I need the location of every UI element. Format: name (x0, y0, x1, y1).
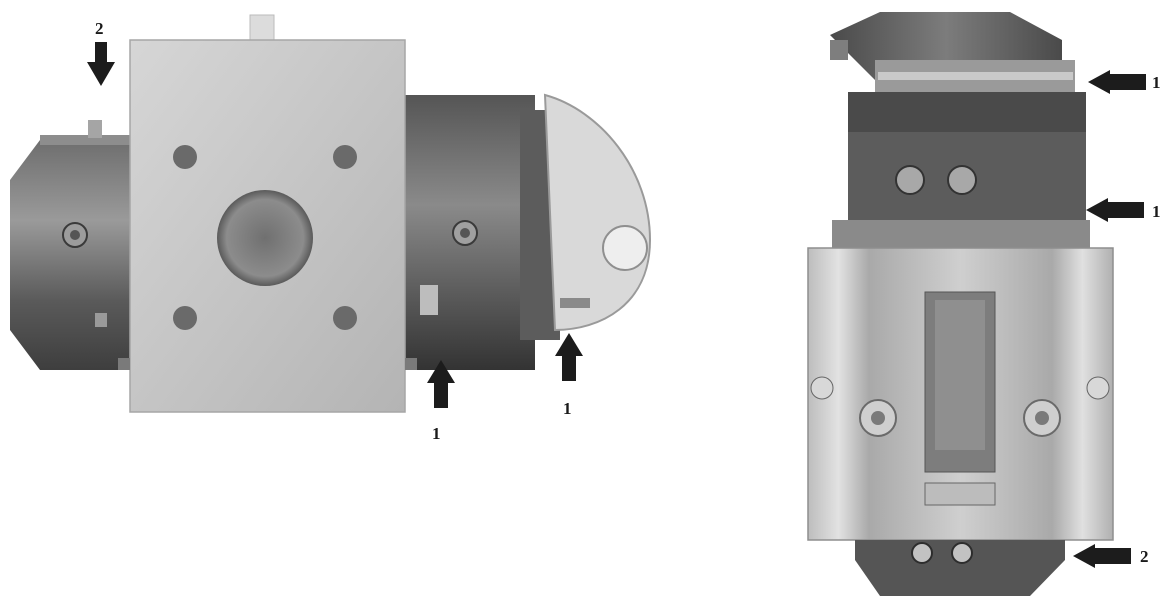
arrow-left-icon (1086, 198, 1144, 222)
arrow-up-icon (427, 360, 455, 408)
right-device (807, 12, 1114, 596)
arrow-up-icon (555, 333, 583, 381)
callout-number: 1 (563, 399, 572, 418)
left-device (10, 14, 652, 413)
arrow-left-icon (1073, 544, 1131, 568)
callout-number: 2 (95, 19, 104, 38)
callout-number: 1 (1152, 202, 1161, 221)
arrow-left-icon (1088, 70, 1146, 94)
callout-number: 2 (1140, 547, 1149, 566)
callout-number: 1 (1152, 73, 1161, 92)
arrow-down-icon (87, 42, 115, 86)
callout-number: 1 (432, 424, 441, 443)
